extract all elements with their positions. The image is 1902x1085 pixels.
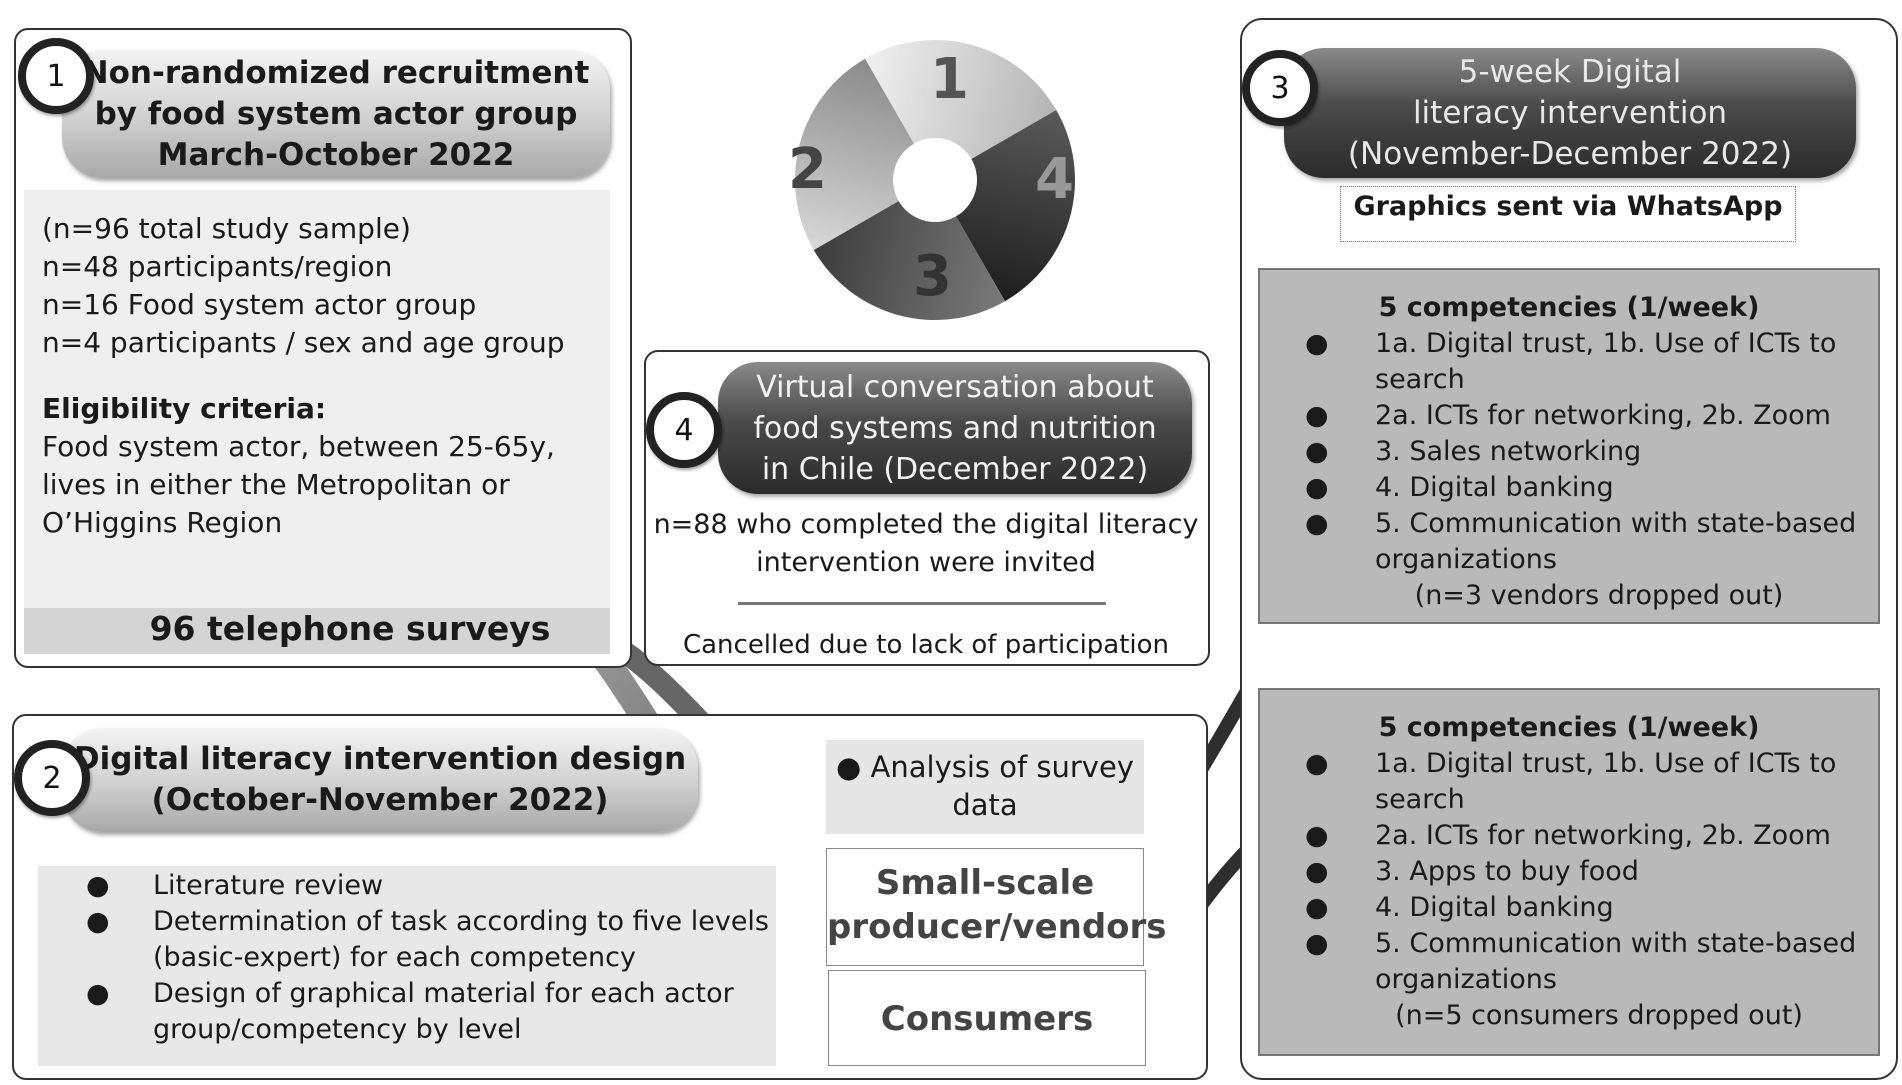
eligibility-heading: Eligibility criteria: bbox=[42, 392, 327, 425]
step2-number-badge: 2 bbox=[14, 740, 90, 816]
step1-title-line: Non-randomized recruitment bbox=[82, 54, 590, 91]
competency-item: ●3. Apps to buy food bbox=[1260, 854, 1878, 890]
surveys-label: 96 telephone surveys bbox=[149, 609, 551, 648]
competency-item: ●4. Digital banking bbox=[1260, 890, 1878, 926]
step4-number: 4 bbox=[674, 412, 694, 448]
step2-number: 2 bbox=[42, 760, 62, 796]
step4-divider bbox=[738, 602, 1106, 605]
step4-invited-text: n=88 who completed the digital literacy … bbox=[650, 506, 1202, 582]
cycle-segment-3 bbox=[813, 200, 1005, 320]
step3-title-line: (November-December 2022) bbox=[1347, 135, 1793, 172]
step4-title: Virtual conversation about food systems … bbox=[718, 362, 1192, 494]
vendors-competencies-box: 5 competencies (1/week) ●1a. Digital tru… bbox=[1258, 268, 1880, 624]
competency-item: ●4. Digital banking bbox=[1260, 470, 1878, 506]
eligibility-line: lives in either the Metropolitan or bbox=[42, 468, 510, 501]
consumers-competencies-box: 5 competencies (1/week) ●1a. Digital tru… bbox=[1258, 688, 1880, 1056]
bullet-icon: ● bbox=[86, 978, 110, 1009]
step4-cancelled-text: Cancelled due to lack of participation bbox=[682, 630, 1170, 660]
vendors-dropout: (n=3 vendors dropped out) bbox=[1414, 580, 1784, 611]
cycle-label-4: 4 bbox=[1035, 147, 1074, 212]
analysis-line: ● Analysis of survey bbox=[836, 750, 1134, 784]
bullet-icon: ● bbox=[1305, 748, 1329, 779]
competency-item: ●2a. ICTs for networking, 2b. Zoom bbox=[1260, 818, 1878, 854]
step2-bullet: ●Design of graphical material for each a… bbox=[86, 978, 734, 1045]
step1-sample-list: (n=96 total study sample) n=48 participa… bbox=[42, 210, 602, 542]
cycle-label-3: 3 bbox=[913, 244, 952, 309]
step2-title-line: (October-November 2022) bbox=[151, 782, 609, 818]
bullet-icon: ● bbox=[1305, 892, 1329, 923]
step2-bullet: ●Literature review bbox=[38, 868, 776, 904]
producers-box: Small-scale producer/vendors bbox=[826, 848, 1167, 966]
step3-title: 5-week Digital literacy intervention (No… bbox=[1284, 48, 1856, 178]
cycle-segment-4 bbox=[955, 110, 1075, 302]
step4-title-line: in Chile (December 2022) bbox=[761, 451, 1149, 487]
sample-line: n=16 Food system actor group bbox=[42, 288, 477, 321]
step1-title-line: by food system actor group bbox=[94, 95, 578, 132]
cycle-label-2: 2 bbox=[788, 137, 827, 202]
step1-title-line: March-October 2022 bbox=[157, 136, 515, 173]
sample-line: n=4 participants / sex and age group bbox=[42, 326, 565, 359]
analysis-line: data bbox=[952, 788, 1018, 822]
bullet-icon: ● bbox=[1305, 400, 1329, 431]
bullet-icon: ● bbox=[1305, 472, 1329, 503]
consumers-label: Consumers bbox=[880, 999, 1094, 1039]
sample-line: (n=96 total study sample) bbox=[42, 212, 411, 245]
step1-number: 1 bbox=[46, 58, 66, 94]
bullet-icon: ● bbox=[1305, 508, 1329, 539]
step1-title: Non-randomized recruitment by food syste… bbox=[62, 50, 610, 178]
whatsapp-label: Graphics sent via WhatsApp bbox=[1340, 186, 1796, 242]
step3-number: 3 bbox=[1270, 70, 1290, 106]
step4-number-badge: 4 bbox=[646, 392, 722, 468]
cycle-segment-2 bbox=[795, 58, 915, 250]
eligibility-line: Food system actor, between 25-65y, bbox=[42, 430, 555, 463]
invited-line: intervention were invited bbox=[756, 547, 1096, 578]
bullet-icon: ● bbox=[1305, 856, 1329, 887]
invited-line: n=88 who completed the digital literacy bbox=[653, 509, 1199, 540]
bullet-icon: ● bbox=[1305, 820, 1329, 851]
bullet-icon: ● bbox=[1305, 436, 1329, 467]
surveys-bar bbox=[24, 608, 610, 654]
eligibility-line: O’Higgins Region bbox=[42, 506, 283, 539]
step3-title-line: 5-week Digital bbox=[1458, 53, 1682, 90]
consumers-heading: 5 competencies (1/week) bbox=[1378, 712, 1760, 743]
vendors-heading: 5 competencies (1/week) bbox=[1378, 292, 1760, 323]
step4-title-line: Virtual conversation about bbox=[756, 369, 1154, 405]
step2-bullet: ●Determination of task according to five… bbox=[86, 906, 770, 973]
step3-title-line: literacy intervention bbox=[1412, 94, 1728, 131]
cycle-segment-1 bbox=[865, 40, 1057, 160]
step2-title-line: Digital literacy intervention design bbox=[73, 741, 687, 777]
step4-title-line: food systems and nutrition bbox=[753, 410, 1157, 446]
sample-line: n=48 participants/region bbox=[42, 250, 393, 283]
bullet-icon: ● bbox=[1305, 928, 1329, 959]
consumers-dropout: (n=5 consumers dropped out) bbox=[1395, 1000, 1803, 1031]
step3-number-badge: 3 bbox=[1242, 50, 1318, 126]
producers-line: producer/vendors bbox=[827, 907, 1167, 947]
bullet-icon: ● bbox=[86, 906, 110, 937]
bullet-icon: ● bbox=[86, 870, 110, 901]
bullet-icon: ● bbox=[1305, 328, 1329, 359]
producers-line: Small-scale bbox=[875, 863, 1095, 903]
consumers-box: Consumers bbox=[828, 970, 1146, 1066]
step2-title: Digital literacy intervention design (Oc… bbox=[62, 728, 698, 832]
analysis-box: ● Analysis of survey data bbox=[826, 740, 1144, 834]
step2-bullet-box: ●Literature review ●Determination of tas… bbox=[38, 866, 776, 1066]
competency-item: ●3. Sales networking bbox=[1260, 434, 1878, 470]
step1-number-badge: 1 bbox=[18, 38, 94, 114]
cycle-label-1: 1 bbox=[930, 47, 969, 112]
step1-content-box bbox=[24, 190, 610, 650]
competency-item: ●2a. ICTs for networking, 2b. Zoom bbox=[1260, 398, 1878, 434]
cycle-graphic: 1 2 3 4 bbox=[788, 40, 1075, 320]
